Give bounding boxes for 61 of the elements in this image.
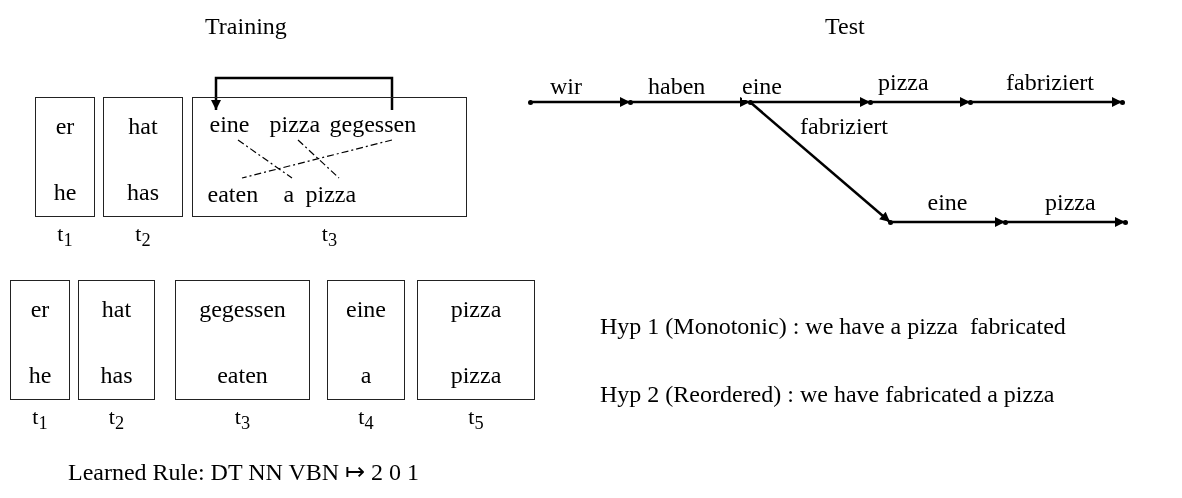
word: pizza bbox=[269, 109, 321, 138]
segment-index: t$_{1}$ bbox=[56, 221, 74, 252]
alignment-line bbox=[241, 139, 393, 179]
junction-dot bbox=[1119, 99, 1125, 105]
word: eaten bbox=[217, 361, 268, 389]
junction-dot bbox=[1122, 219, 1128, 225]
word: he bbox=[53, 178, 77, 206]
word: hat bbox=[101, 295, 132, 323]
segment-box bbox=[192, 97, 467, 217]
segment-index: t$_{2}$ bbox=[107, 404, 126, 435]
arrow bbox=[211, 76, 394, 110]
panel-heading: Test bbox=[825, 12, 865, 40]
arrow bbox=[630, 97, 750, 107]
segment-index: t$_{1}$ bbox=[31, 404, 49, 435]
arrow bbox=[530, 97, 630, 107]
segment-index: t$_{3}$ bbox=[320, 221, 339, 252]
panel-heading: Training bbox=[205, 12, 287, 40]
junction-dot bbox=[1002, 219, 1008, 225]
hypothesis-text: Hyp 1 (Monotonic) : we have a pizza fabricated bbox=[600, 312, 1066, 340]
phrase-pair-box bbox=[78, 280, 155, 400]
word: a bbox=[283, 179, 295, 208]
word: pizza bbox=[305, 179, 357, 208]
arrow bbox=[1005, 217, 1125, 227]
arrow bbox=[970, 97, 1122, 107]
segment-index: t$_{4}$ bbox=[357, 404, 375, 435]
word: pizza bbox=[450, 295, 502, 323]
alignment-line bbox=[237, 139, 293, 179]
junction-dot bbox=[627, 99, 633, 105]
phrase-pair-box bbox=[175, 280, 310, 400]
phrase-pair-box bbox=[417, 280, 535, 400]
word: er bbox=[55, 112, 75, 140]
word: hat bbox=[128, 112, 158, 140]
segment-index: t$_{5}$ bbox=[467, 404, 485, 435]
word: eine bbox=[209, 109, 250, 138]
arrow bbox=[870, 97, 970, 107]
phrase-pair-box bbox=[35, 97, 95, 217]
phrase-pair-box bbox=[327, 280, 405, 400]
word: he bbox=[28, 361, 52, 389]
word: gegessen bbox=[329, 109, 417, 138]
word: pizza bbox=[450, 361, 502, 389]
word: a bbox=[360, 361, 372, 389]
phrase-pair-box bbox=[103, 97, 183, 217]
hypothesis-text: Hyp 2 (Reordered) : we have fabricated a pizza bbox=[600, 380, 1055, 408]
word: er bbox=[30, 295, 50, 323]
junction-dot bbox=[867, 99, 873, 105]
word: has bbox=[127, 178, 159, 206]
word: eine bbox=[346, 295, 386, 323]
arrow bbox=[750, 97, 870, 107]
junction-dot bbox=[527, 99, 533, 105]
rule-text: Learned Rule: DT NN VBN ↦ 2 0 1 bbox=[68, 458, 420, 486]
phrase-pair-box bbox=[10, 280, 70, 400]
word: has bbox=[100, 361, 133, 389]
arrow bbox=[749, 101, 891, 223]
junction-dot bbox=[967, 99, 973, 105]
alignment-line bbox=[297, 139, 340, 179]
segment-index: t$_{3}$ bbox=[233, 404, 252, 435]
segment-index: t$_{2}$ bbox=[134, 221, 152, 252]
junction-dot bbox=[887, 219, 893, 225]
word: gegessen bbox=[199, 295, 286, 323]
word: eaten bbox=[207, 179, 259, 208]
arrow bbox=[890, 217, 1005, 227]
